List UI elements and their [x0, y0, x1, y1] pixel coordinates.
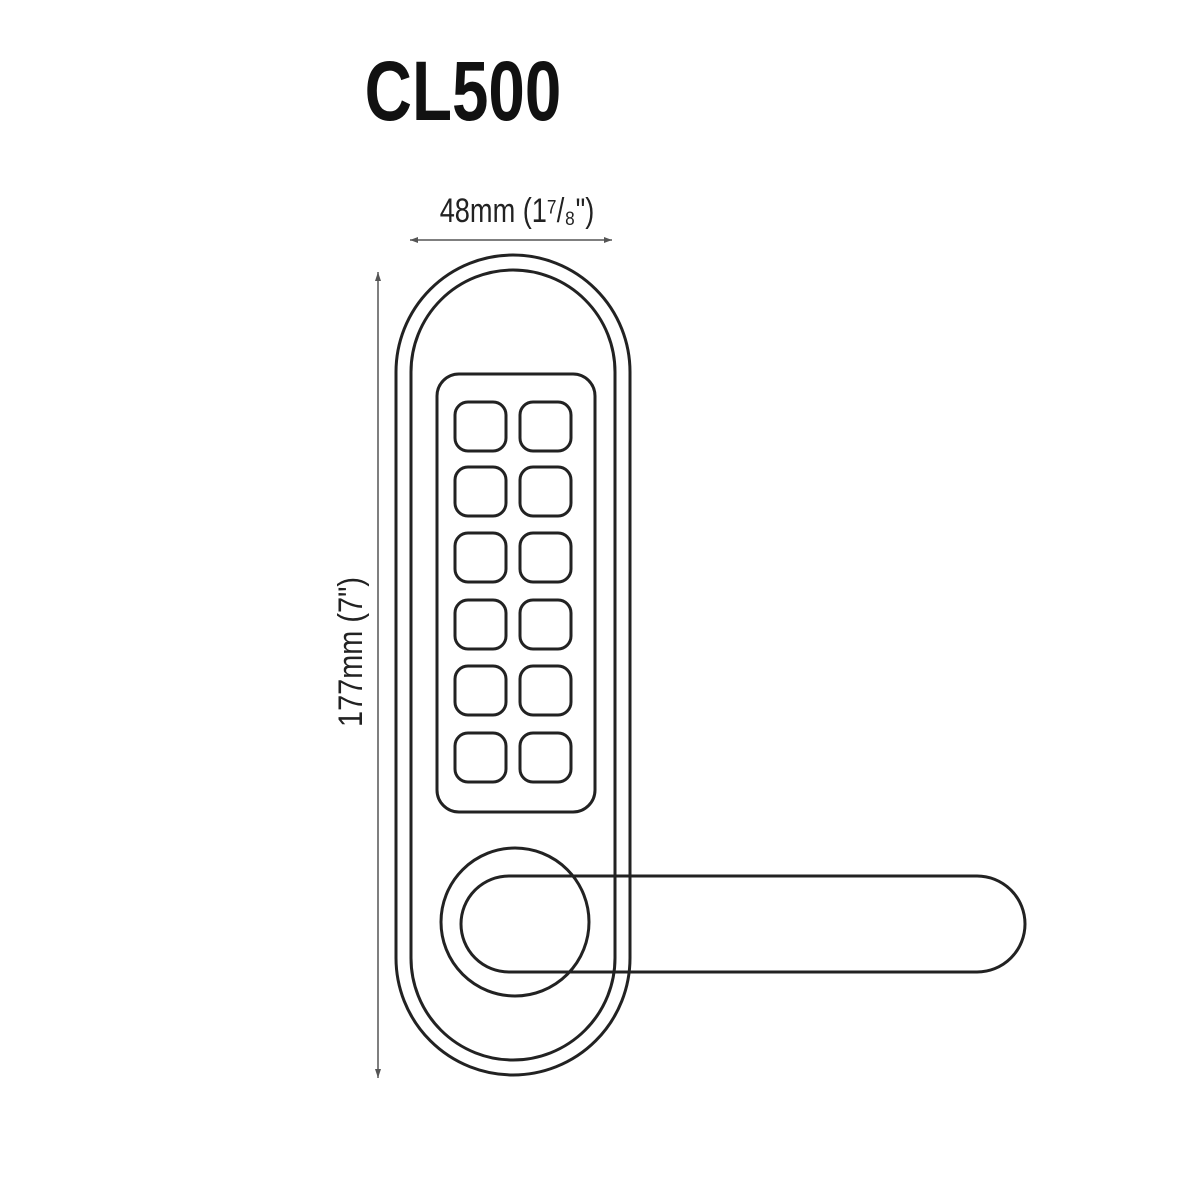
keypad-panel — [435, 372, 597, 814]
lever-handle[interactable] — [459, 874, 1027, 974]
keypad-button[interactable] — [518, 400, 573, 453]
escutcheon-plate-inner — [409, 268, 617, 1062]
keypad-button[interactable] — [453, 531, 508, 584]
lever-rose — [439, 846, 591, 998]
keypad-button[interactable] — [453, 400, 508, 453]
keypad-button[interactable] — [518, 465, 573, 518]
escutcheon-plate-outer — [394, 253, 632, 1077]
keypad-button[interactable] — [453, 465, 508, 518]
height-dimension-line — [375, 272, 381, 1078]
keypad-button[interactable] — [518, 598, 573, 651]
keypad-button[interactable] — [453, 598, 508, 651]
width-dimension-line — [410, 237, 612, 243]
model-title: CL500 — [365, 44, 562, 138]
height-dimension-label: 177mm (7") — [331, 577, 370, 727]
keypad-button[interactable] — [518, 664, 573, 717]
keypad-button[interactable] — [453, 731, 508, 784]
keypad-button[interactable] — [518, 731, 573, 784]
width-dimension-label: 48mm (1⁷/₈") — [440, 191, 595, 230]
keypad-button[interactable] — [518, 531, 573, 584]
keypad-button[interactable] — [453, 664, 508, 717]
keypad-buttons — [453, 400, 573, 784]
